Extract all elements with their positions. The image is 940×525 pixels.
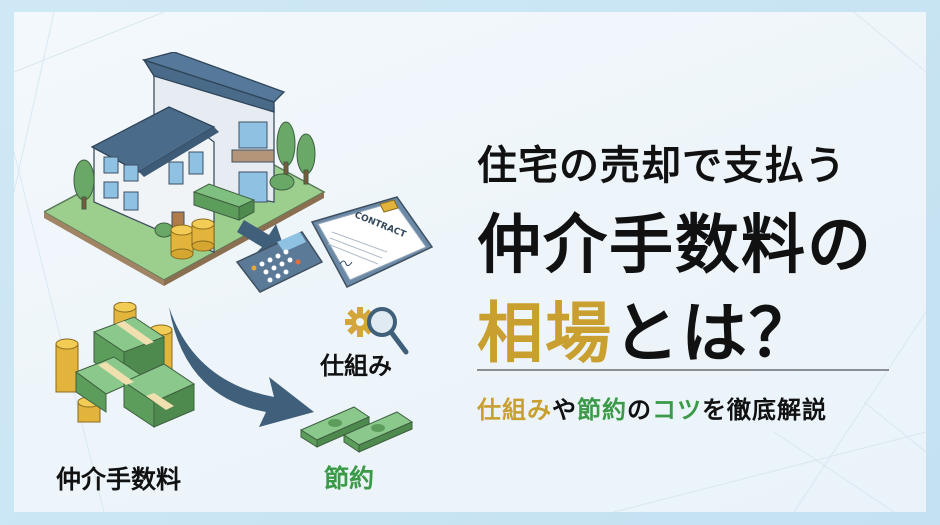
subtitle-text: の	[627, 396, 652, 424]
magnifier-gear-icon	[345, 307, 409, 355]
divider-line	[477, 369, 889, 371]
curved-arrow-icon	[169, 307, 314, 427]
contract-clipboard-illustration: CONTRACT	[235, 196, 434, 293]
subtitle-text: や	[552, 396, 577, 424]
small-money-illustration	[299, 406, 414, 453]
headline-highlight: 相場	[477, 295, 613, 372]
subtitle-mechanism: 仕組み	[477, 396, 552, 424]
subtitle-saving: 節約	[577, 396, 627, 424]
subtitle: 仕組みや節約のコツを徹底解説	[477, 390, 827, 425]
calculator-icon	[235, 231, 324, 293]
subtitle-tips: コツ	[652, 396, 702, 424]
background-geometric-lines	[14, 12, 926, 512]
label-mechanism: 仕組み	[320, 352, 392, 380]
label-saving: 節約	[324, 464, 375, 493]
headline-line-3-rest: とは？	[613, 295, 817, 372]
subtitle-text: を徹底解説	[702, 396, 827, 424]
headline-line-1: 住宅の売却で支払う	[477, 143, 846, 189]
money-pile-illustration	[55, 302, 196, 428]
house-illustration	[44, 52, 326, 286]
headline-line-3: 相場とは？	[477, 280, 817, 376]
headline-line-2: 仲介手数料の	[477, 209, 873, 283]
banner-card: CONTRACT	[14, 12, 926, 512]
label-brokerage-fee: 仲介手数料	[56, 465, 182, 494]
